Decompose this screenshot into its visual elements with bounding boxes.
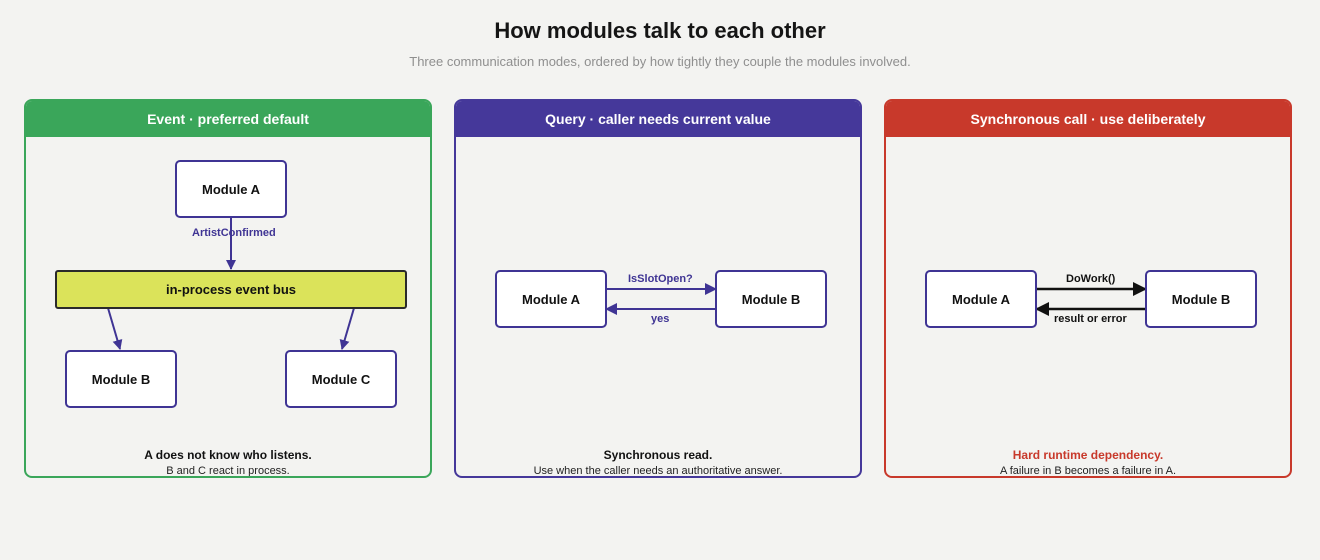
edge-label-response: yes <box>651 313 670 325</box>
diagram-subtitle: Three communication modes, ordered by ho… <box>409 54 911 69</box>
panel-event-footer-main: A does not know who listens. <box>144 448 312 462</box>
panel-sync-footer-main: Hard runtime dependency. <box>1012 448 1164 462</box>
diagram-title: How modules talk to each other <box>494 18 826 43</box>
node-module-b: Module B <box>65 350 177 408</box>
node-module-a: Module A <box>175 160 287 218</box>
sync-connectors <box>1035 282 1147 316</box>
panel-query-footer-sub: Use when the caller needs an authoritati… <box>533 465 783 477</box>
edge-label-return: result or error <box>1054 313 1127 325</box>
panel-sync-call: Synchronous call · use deliberately Modu… <box>884 99 1292 478</box>
edge-label-request: IsSlotOpen? <box>628 273 693 285</box>
panel-sync-footer-sub: A failure in B becomes a failure in A. <box>999 465 1177 477</box>
node-module-b: Module B <box>1145 270 1257 328</box>
node-module-a: Module A <box>495 270 607 328</box>
edge-label-call: DoWork() <box>1066 273 1116 285</box>
panel-query: Query · caller needs current value Modul… <box>454 99 862 478</box>
event-connectors <box>107 217 355 350</box>
panel-sync-body: Module A Module B DoWork() result or err… <box>886 137 1290 477</box>
node-module-c: Module C <box>285 350 397 408</box>
edge-bus-to-b <box>107 307 123 350</box>
panel-event-header: Event · preferred default <box>26 101 430 137</box>
panel-event-footer-sub: B and C react in process. <box>166 465 290 477</box>
panel-query-footer-main: Synchronous read. <box>603 448 713 462</box>
node-event-bus: in-process event bus <box>55 270 407 309</box>
panel-query-body: Module A Module B IsSlotOpen? yes Synchr… <box>456 137 860 477</box>
edge-label-event-name: ArtistConfirmed <box>192 227 276 239</box>
edge-bus-to-c <box>339 307 355 350</box>
panel-sync-header: Synchronous call · use deliberately <box>886 101 1290 137</box>
query-connectors <box>605 283 717 315</box>
node-module-a: Module A <box>925 270 1037 328</box>
panel-event: Event · preferred default Module A Artis… <box>24 99 432 478</box>
panel-event-body: Module A ArtistConfirmed in-process even… <box>26 137 430 477</box>
node-module-b: Module B <box>715 270 827 328</box>
panel-query-header: Query · caller needs current value <box>456 101 860 137</box>
